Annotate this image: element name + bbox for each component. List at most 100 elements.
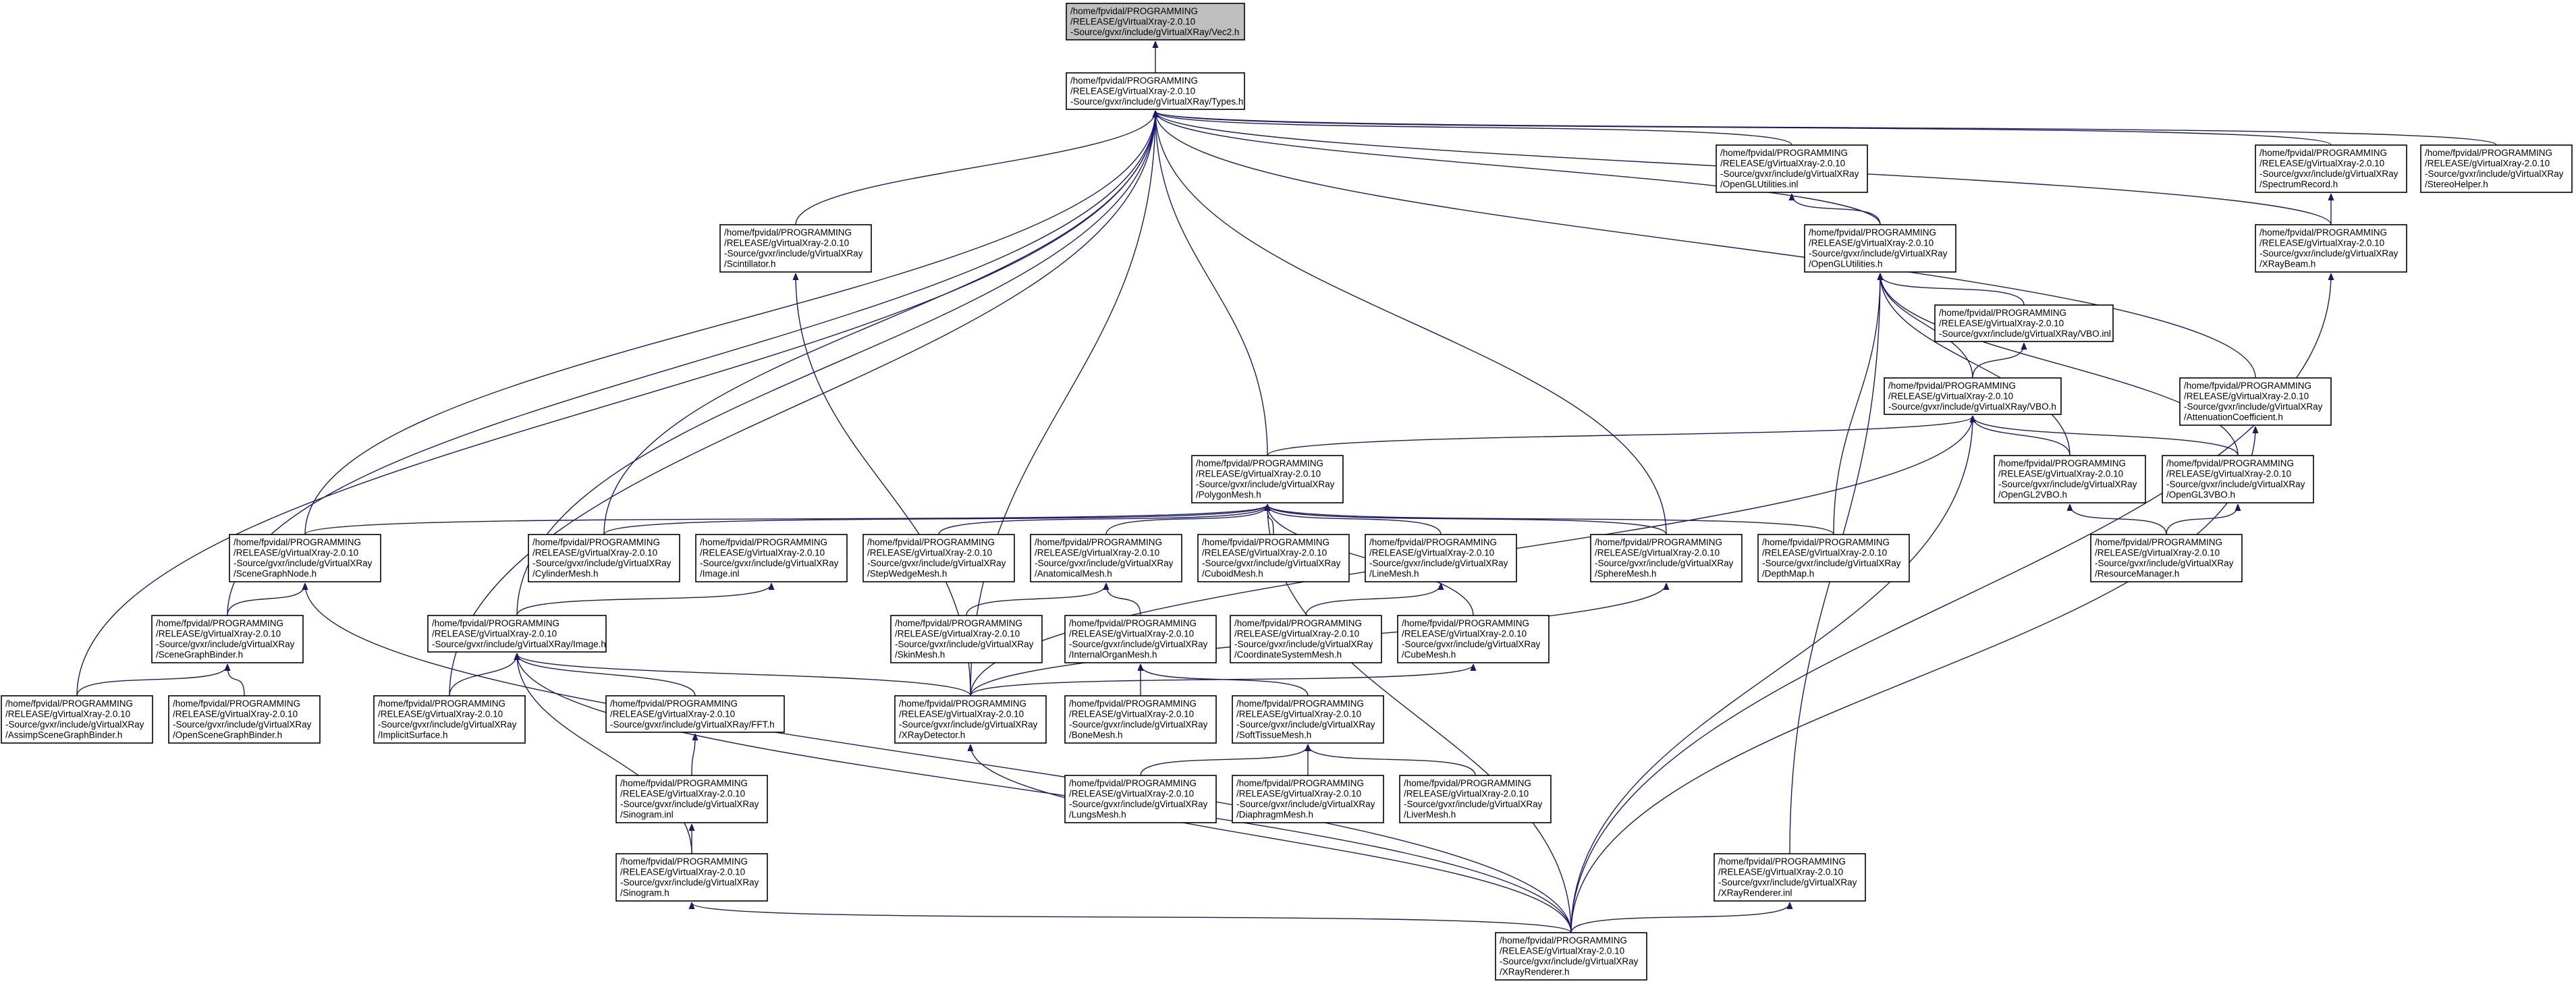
edge-xrayrend_h-to-sinogram_h <box>692 903 1572 933</box>
node-liver[interactable]: /home/fpvidal/PROGRAMMING/RELEASE/gVirtu… <box>1399 775 1552 823</box>
node-label-line: /RELEASE/gVirtualXray-2.0.10 <box>1404 789 1529 799</box>
node-label-line: /RELEASE/gVirtualXray-2.0.10 <box>2095 548 2220 558</box>
node-xraybeam[interactable]: /home/fpvidal/PROGRAMMING/RELEASE/gVirtu… <box>2255 224 2407 273</box>
node-anatmesh[interactable]: /home/fpvidal/PROGRAMMING/RELEASE/gVirtu… <box>1030 534 1182 582</box>
node-label-line: /home/fpvidal/PROGRAMMING <box>1888 381 2016 391</box>
node-box <box>1064 615 1217 663</box>
node-label-line: -Source/gvxr/include/gVirtualXRay <box>620 799 759 809</box>
node-box <box>1 695 153 744</box>
node-label-line: /SpectrumRecord.h <box>2259 180 2338 190</box>
node-label-line: /RELEASE/gVirtualXray-2.0.10 <box>899 709 1024 719</box>
node-label-line: /RELEASE/gVirtualXray-2.0.10 <box>173 709 298 719</box>
node-sinogram_h[interactable]: /home/fpvidal/PROGRAMMING/RELEASE/gVirtu… <box>615 853 768 902</box>
edge-oglutil_h-to-oglutil_inl <box>1792 194 1881 225</box>
node-diaphragm[interactable]: /home/fpvidal/PROGRAMMING/RELEASE/gVirtu… <box>1232 775 1384 823</box>
node-label-line: /home/fpvidal/PROGRAMMING <box>5 699 133 709</box>
node-label-line: -Source/gvxr/include/gVirtualXRay <box>1196 479 1335 489</box>
node-openscene[interactable]: /home/fpvidal/PROGRAMMING/RELEASE/gVirtu… <box>168 695 321 744</box>
node-cubemesh[interactable]: /home/fpvidal/PROGRAMMING/RELEASE/gVirtu… <box>1397 615 1550 663</box>
node-label-line: /CoordinateSystemMesh.h <box>1234 650 1342 660</box>
node-vbo_h[interactable]: /home/fpvidal/PROGRAMMING/RELEASE/gVirtu… <box>1884 377 2062 415</box>
node-sphere[interactable]: /home/fpvidal/PROGRAMMING/RELEASE/gVirtu… <box>1590 534 1743 582</box>
node-vec2[interactable]: /home/fpvidal/PROGRAMMING/RELEASE/gVirtu… <box>1066 3 1245 40</box>
node-label-line: /Sinogram.h <box>620 888 669 898</box>
node-skinmesh[interactable]: /home/fpvidal/PROGRAMMING/RELEASE/gVirtu… <box>890 615 1043 663</box>
edge-xraydet-to-types <box>970 111 1155 696</box>
node-label-line: /Sinogram.inl <box>620 810 674 820</box>
edge-polymesh-to-vbo_h <box>1267 416 1973 456</box>
edge-xrayrend_h-to-image_h <box>517 654 1572 933</box>
edge-ogl3vbo-to-oglutil_h <box>1880 274 2239 456</box>
node-label-line: /home/fpvidal/PROGRAMMING <box>1202 537 1330 547</box>
node-bonemesh[interactable]: /home/fpvidal/PROGRAMMING/RELEASE/gVirtu… <box>1064 695 1217 744</box>
node-label-line: /OpenGLUtilities.h <box>1809 259 1883 269</box>
node-label-line: /SceneGraphBinder.h <box>156 650 243 660</box>
node-depthmap[interactable]: /home/fpvidal/PROGRAMMING/RELEASE/gVirtu… <box>1757 534 1910 582</box>
node-oglutil_inl[interactable]: /home/fpvidal/PROGRAMMING/RELEASE/gVirtu… <box>1716 144 1868 193</box>
node-label-line: /RELEASE/gVirtualXray-2.0.10 <box>620 789 745 799</box>
node-polymesh[interactable]: /home/fpvidal/PROGRAMMING/RELEASE/gVirtu… <box>1191 455 1344 503</box>
edge-implicit-to-image_h <box>449 654 517 696</box>
node-label-line: /RELEASE/gVirtualXray-2.0.10 <box>1196 469 1321 479</box>
node-atten[interactable]: /home/fpvidal/PROGRAMMING/RELEASE/gVirtu… <box>2179 377 2332 426</box>
node-ogl3vbo[interactable]: /home/fpvidal/PROGRAMMING/RELEASE/gVirtu… <box>2162 455 2314 503</box>
edge-skinmesh-to-anatmesh <box>966 584 1106 616</box>
node-label-line: /RELEASE/gVirtualXray-2.0.10 <box>2259 159 2384 169</box>
node-assimp[interactable]: /home/fpvidal/PROGRAMMING/RELEASE/gVirtu… <box>1 695 153 744</box>
node-oglutil_h[interactable]: /home/fpvidal/PROGRAMMING/RELEASE/gVirtu… <box>1804 224 1956 273</box>
node-label-line: /DepthMap.h <box>1762 569 1814 579</box>
node-label-line: -Source/gvxr/include/gVirtualXRay <box>1234 639 1373 649</box>
node-label-line: /home/fpvidal/PROGRAMMING <box>1069 699 1197 709</box>
node-label-line: /XRayDetector.h <box>899 730 965 740</box>
node-label-line: /home/fpvidal/PROGRAMMING <box>1809 227 1936 238</box>
node-stepmesh[interactable]: /home/fpvidal/PROGRAMMING/RELEASE/gVirtu… <box>862 534 1015 582</box>
node-lungs[interactable]: /home/fpvidal/PROGRAMMING/RELEASE/gVirtu… <box>1064 775 1217 823</box>
node-sinogram_inl[interactable]: /home/fpvidal/PROGRAMMING/RELEASE/gVirtu… <box>615 775 768 823</box>
node-scint[interactable]: /home/fpvidal/PROGRAMMING/RELEASE/gVirtu… <box>719 224 872 273</box>
node-scenenode[interactable]: /home/fpvidal/PROGRAMMING/RELEASE/gVirtu… <box>229 534 381 582</box>
node-ogl2vbo[interactable]: /home/fpvidal/PROGRAMMING/RELEASE/gVirtu… <box>1994 455 2146 503</box>
node-implicit[interactable]: /home/fpvidal/PROGRAMMING/RELEASE/gVirtu… <box>373 695 526 744</box>
node-xrayrend_h[interactable]: /home/fpvidal/PROGRAMMING/RELEASE/gVirtu… <box>1495 932 1647 981</box>
node-xrayrend_inl[interactable]: /home/fpvidal/PROGRAMMING/RELEASE/gVirtu… <box>1714 853 1866 902</box>
node-label-line: /home/fpvidal/PROGRAMMING <box>700 537 827 547</box>
node-label-line: /PolygonMesh.h <box>1196 490 1261 500</box>
node-label-line: /DiaphragmMesh.h <box>1236 810 1313 820</box>
node-box <box>1064 695 1217 744</box>
node-box <box>615 853 768 902</box>
node-coordsys[interactable]: /home/fpvidal/PROGRAMMING/RELEASE/gVirtu… <box>1230 615 1382 663</box>
node-label-line: -Source/gvxr/include/gVirtualXRay <box>5 719 144 730</box>
node-types[interactable]: /home/fpvidal/PROGRAMMING/RELEASE/gVirtu… <box>1066 72 1245 110</box>
node-resmgr[interactable]: /home/fpvidal/PROGRAMMING/RELEASE/gVirtu… <box>2090 534 2243 582</box>
node-internal[interactable]: /home/fpvidal/PROGRAMMING/RELEASE/gVirtu… <box>1064 615 1217 663</box>
edge-vbo_h-to-vbo_inl <box>1972 344 2024 379</box>
node-spectrum[interactable]: /home/fpvidal/PROGRAMMING/RELEASE/gVirtu… <box>2255 144 2407 193</box>
edge-xrayrend_h-to-vbo_h <box>1570 416 1973 933</box>
node-image_inl[interactable]: /home/fpvidal/PROGRAMMING/RELEASE/gVirtu… <box>695 534 848 582</box>
edge-scenebinder-to-scenenode <box>227 584 305 616</box>
node-box <box>1365 534 1517 582</box>
node-cuboid[interactable]: /home/fpvidal/PROGRAMMING/RELEASE/gVirtu… <box>1197 534 1350 582</box>
node-label-line: -Source/gvxr/include/gVirtualXRay <box>1236 719 1375 730</box>
node-label-line: -Source/gvxr/include/gVirtualXRay <box>156 639 295 649</box>
node-xraydet[interactable]: /home/fpvidal/PROGRAMMING/RELEASE/gVirtu… <box>894 695 1047 744</box>
node-scenebinder[interactable]: /home/fpvidal/PROGRAMMING/RELEASE/gVirtu… <box>151 615 304 663</box>
edge-stereo-to-types <box>1155 111 2497 146</box>
edge-oglutil_inl-to-types <box>1155 111 1792 146</box>
node-stereo[interactable]: /home/fpvidal/PROGRAMMING/RELEASE/gVirtu… <box>2420 144 2573 193</box>
node-vbo_inl[interactable]: /home/fpvidal/PROGRAMMING/RELEASE/gVirtu… <box>1934 304 2114 342</box>
edge-coordsys-to-linemesh <box>1305 584 1441 616</box>
edge-ogl2vbo-to-vbo_h <box>1973 416 2071 456</box>
node-label-line: -Source/gvxr/include/gVirtualXRay <box>867 558 1006 568</box>
node-fft[interactable]: /home/fpvidal/PROGRAMMING/RELEASE/gVirtu… <box>605 695 785 733</box>
node-box <box>1197 534 1350 582</box>
edge-oglutil_h-to-types <box>1155 111 1881 225</box>
node-softtissue[interactable]: /home/fpvidal/PROGRAMMING/RELEASE/gVirtu… <box>1232 695 1384 744</box>
node-box <box>1397 615 1550 663</box>
node-linemesh[interactable]: /home/fpvidal/PROGRAMMING/RELEASE/gVirtu… <box>1365 534 1517 582</box>
node-cylmesh[interactable]: /home/fpvidal/PROGRAMMING/RELEASE/gVirtu… <box>528 534 680 582</box>
node-label-line: /RELEASE/gVirtualXray-2.0.10 <box>1236 789 1361 799</box>
node-image_h[interactable]: /home/fpvidal/PROGRAMMING/RELEASE/gVirtu… <box>427 615 607 653</box>
node-label-line: /home/fpvidal/PROGRAMMING <box>1070 76 1198 86</box>
node-label-line: /RELEASE/gVirtualXray-2.0.10 <box>1069 709 1194 719</box>
